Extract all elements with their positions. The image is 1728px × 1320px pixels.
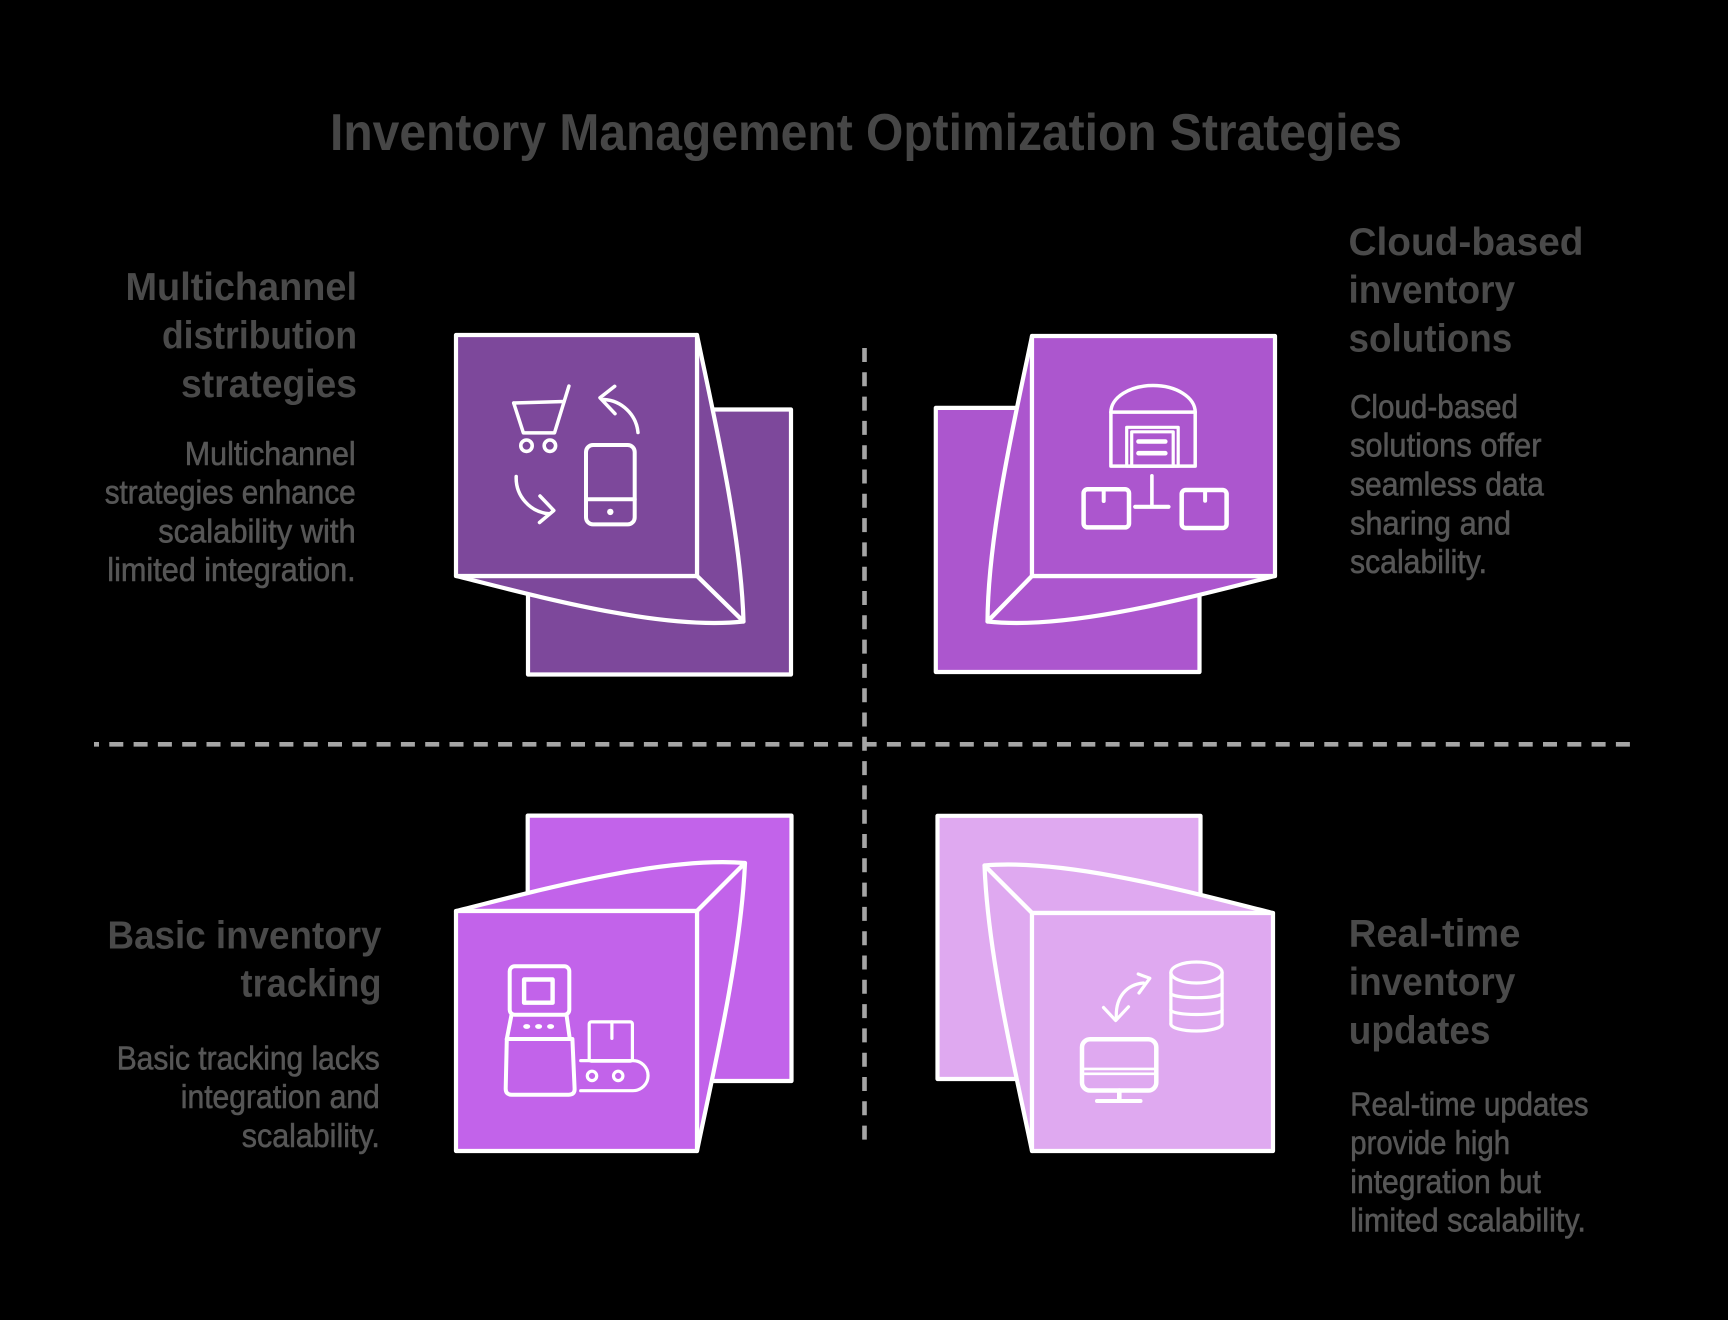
svg-text:integration but: integration but	[1350, 1163, 1541, 1200]
svg-text:Cloud-based: Cloud-based	[1350, 388, 1518, 425]
svg-text:solutions: solutions	[1349, 318, 1513, 361]
svg-text:provide high: provide high	[1350, 1124, 1510, 1161]
svg-text:tracking: tracking	[241, 963, 382, 1006]
svg-text:scalability.: scalability.	[1350, 543, 1487, 580]
svg-text:Inventory Management Optimizat: Inventory Management Optimization Strate…	[330, 103, 1402, 161]
svg-text:strategies: strategies	[181, 363, 357, 406]
svg-text:Real-time updates: Real-time updates	[1350, 1085, 1588, 1122]
svg-text:inventory: inventory	[1349, 269, 1516, 312]
svg-text:seamless data: seamless data	[1350, 466, 1544, 503]
svg-text:Multichannel: Multichannel	[185, 435, 356, 472]
svg-text:distribution: distribution	[162, 314, 357, 357]
svg-text:inventory: inventory	[1349, 961, 1516, 1004]
svg-text:Basic tracking lacks: Basic tracking lacks	[117, 1039, 380, 1076]
svg-text:Basic inventory: Basic inventory	[108, 914, 382, 957]
svg-text:limited integration.: limited integration.	[107, 551, 355, 588]
svg-text:scalability with: scalability with	[158, 512, 356, 549]
svg-text:integration and: integration and	[181, 1078, 380, 1115]
svg-text:Multichannel: Multichannel	[126, 266, 358, 309]
svg-text:solutions offer: solutions offer	[1350, 427, 1542, 464]
svg-text:sharing and: sharing and	[1350, 504, 1511, 541]
svg-text:strategies enhance: strategies enhance	[105, 474, 356, 511]
svg-text:limited scalability.: limited scalability.	[1350, 1202, 1586, 1239]
svg-text:Real-time: Real-time	[1349, 913, 1521, 956]
svg-text:scalability.: scalability.	[242, 1117, 380, 1154]
svg-text:updates: updates	[1349, 1009, 1491, 1052]
svg-text:Cloud-based: Cloud-based	[1349, 221, 1584, 264]
